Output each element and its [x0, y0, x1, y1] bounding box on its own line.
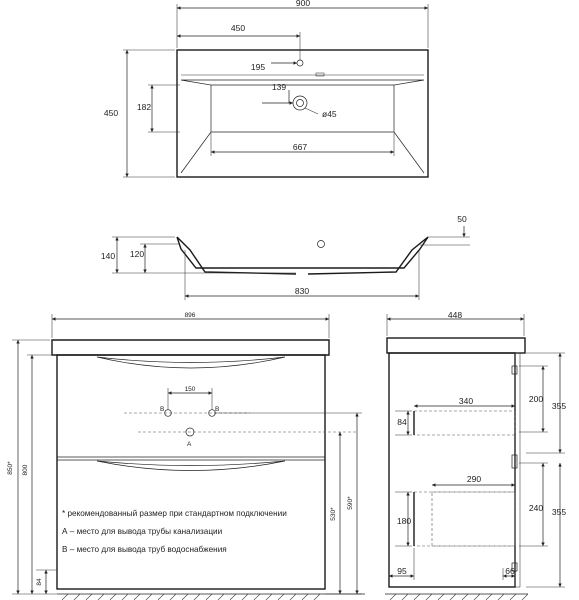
dim-340-label: 340: [459, 396, 473, 406]
bowl-outline: [180, 79, 425, 174]
note-line-2: А – место для вывода трубы канализации: [62, 527, 222, 536]
upper-drawer-box: [413, 410, 516, 436]
label-b-left: B: [160, 406, 164, 413]
dim-139-label: 139: [272, 82, 286, 92]
dim-240-label: 240: [529, 503, 543, 513]
dim-800-label: 800: [22, 464, 29, 475]
basin-section: [176, 236, 429, 275]
lower-drawer-box: [413, 491, 516, 547]
label-b-right: B: [215, 406, 219, 413]
dim-66-label: 66: [505, 566, 515, 576]
dim-182-label: 182: [137, 102, 151, 112]
dim-450v-label: 450: [104, 108, 118, 118]
dim-180-label: 180: [397, 516, 411, 526]
dim-896-label: 896: [185, 312, 196, 319]
dim-448-label: 448: [448, 310, 462, 320]
drain-inner: [296, 99, 304, 107]
upper-handle: [96, 356, 286, 369]
dim-95-label: 95: [397, 566, 407, 576]
dim-195-label: 195: [251, 62, 265, 72]
dim-830-label: 830: [295, 286, 309, 296]
drain-circle: [292, 95, 308, 111]
side-back-panel: [514, 352, 521, 588]
dim-850-label: 850*: [7, 461, 14, 475]
side-basin-top: [386, 337, 526, 354]
dim-667-label: 667: [293, 142, 307, 152]
dim-290-label: 290: [467, 474, 481, 484]
dim-120-label: 120: [130, 249, 144, 259]
side-clip-lower: [511, 454, 518, 469]
section-tap-hole: [317, 240, 325, 248]
floor-hatch: [61, 593, 321, 600]
a-hole: [185, 427, 195, 437]
front-cabinet: [56, 354, 326, 590]
label-a: A: [187, 441, 192, 448]
dim-diameter-label: ø45: [322, 109, 337, 119]
lower-handle: [96, 460, 286, 471]
note-line-1: * рекомендованный размер при стандартном…: [62, 509, 287, 518]
dim-590-label: 590*: [347, 496, 354, 510]
front-basin-top: [51, 339, 330, 356]
basin-outline: [176, 49, 429, 178]
note-line-3: В – место для вывода труб водоснабжения: [62, 545, 227, 554]
section-view: 50 140 120 830: [101, 214, 470, 300]
dim-900-label: 900: [296, 0, 310, 8]
dim-355-lower-label: 355: [552, 507, 566, 517]
side-floor-hatch: [389, 593, 529, 600]
tap-hole: [296, 59, 304, 67]
dim-50-label: 50: [457, 214, 467, 224]
dim-200-label: 200: [529, 394, 543, 404]
dim-530-label: 530*: [330, 507, 337, 521]
dim-140-label: 140: [101, 251, 115, 261]
front-view: B B A 150 896 850* 800 84 530* 590*: [7, 312, 365, 600]
dim-355-upper-label: 355: [552, 401, 566, 411]
side-clip-bottom: [511, 562, 518, 572]
side-clip-upper: [511, 365, 518, 375]
side-cabinet: [388, 352, 516, 588]
top-view: 900 450 450 182 195 139 ø45 667: [104, 0, 429, 178]
lower-drawer-inner: [431, 491, 516, 547]
side-view: 448 200 355 240 355 340 290 84 180: [385, 310, 566, 600]
dim-150-label: 150: [185, 386, 196, 393]
overflow-slot: [315, 72, 325, 77]
dim-450h-label: 450: [231, 23, 245, 33]
dim-84-label: 84: [36, 578, 43, 586]
dim-84-side-label: 84: [397, 417, 407, 427]
leader-line: [304, 107, 319, 115]
